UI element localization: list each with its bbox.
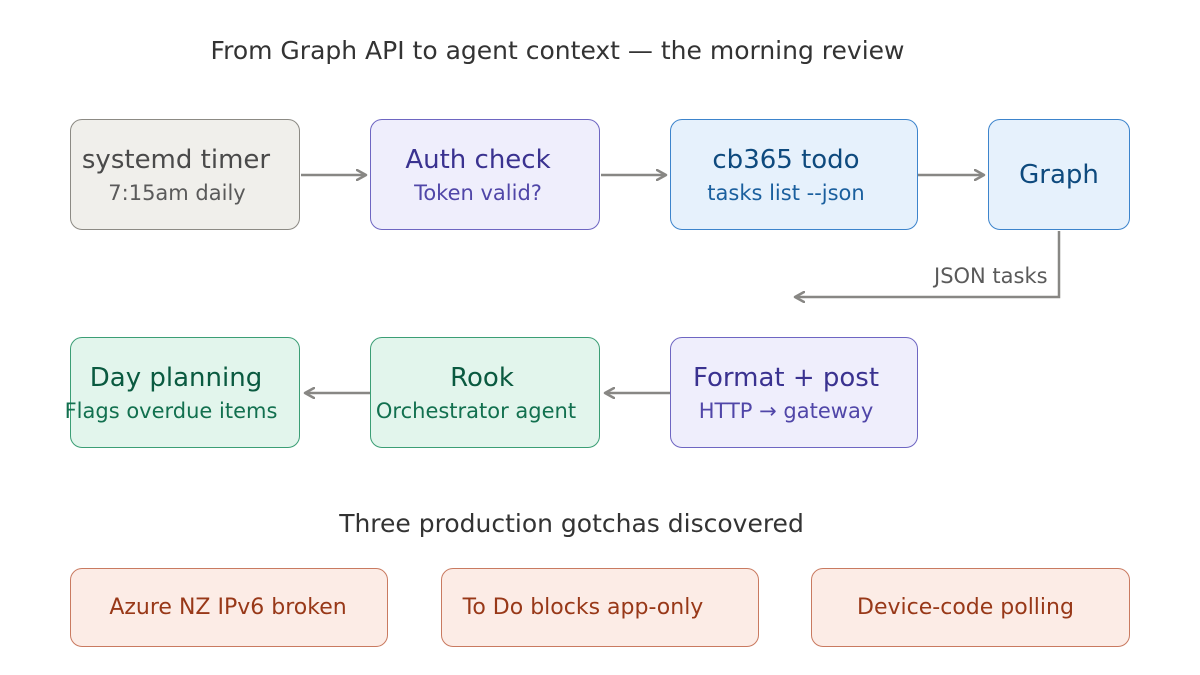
gotcha-item: Azure NZ IPv6 broken <box>70 568 388 647</box>
node-cb365-todo: cb365 todo tasks list --json <box>670 119 918 230</box>
gotcha-item-label: Azure NZ IPv6 broken <box>109 594 347 620</box>
gotchas-title: Three production gotchas discovered <box>339 509 804 538</box>
node-format-post: Format + post HTTP → gateway <box>670 337 918 448</box>
node-day-planning-label: Day planning <box>89 362 263 393</box>
node-rook-label: Rook <box>450 362 514 393</box>
node-graph-label: Graph <box>1019 159 1099 190</box>
arrow-graph-to-format <box>795 231 1061 297</box>
node-systemd-timer-sub: 7:15am daily <box>108 180 246 205</box>
gotcha-item-label: Device-code polling <box>857 594 1074 620</box>
node-auth-check-sub: Token valid? <box>414 180 542 205</box>
node-cb365-todo-label: cb365 todo <box>712 144 860 175</box>
node-format-post-sub: HTTP → gateway <box>698 398 874 423</box>
node-day-planning-sub: Flags overdue items <box>64 398 278 423</box>
diagram-title: From Graph API to agent context — the mo… <box>210 36 905 65</box>
node-auth-check-label: Auth check <box>405 144 551 175</box>
node-systemd-timer: systemd timer 7:15am daily <box>70 119 300 230</box>
gotcha-item-label: To Do blocks app-only <box>462 594 704 620</box>
node-rook-sub: Orchestrator agent <box>375 398 577 423</box>
edge-label-json-tasks: JSON tasks <box>934 264 1048 288</box>
node-cb365-todo-sub: tasks list --json <box>707 180 865 205</box>
node-rook: Rook Orchestrator agent <box>370 337 600 448</box>
node-graph: Graph <box>988 119 1130 230</box>
gotcha-item: Device-code polling <box>811 568 1130 647</box>
node-format-post-label: Format + post <box>692 362 880 393</box>
node-systemd-timer-label: systemd timer <box>81 144 271 175</box>
node-day-planning: Day planning Flags overdue items <box>65 337 300 448</box>
gotcha-item: To Do blocks app-only <box>441 568 759 647</box>
node-auth-check: Auth check Token valid? <box>370 119 600 230</box>
